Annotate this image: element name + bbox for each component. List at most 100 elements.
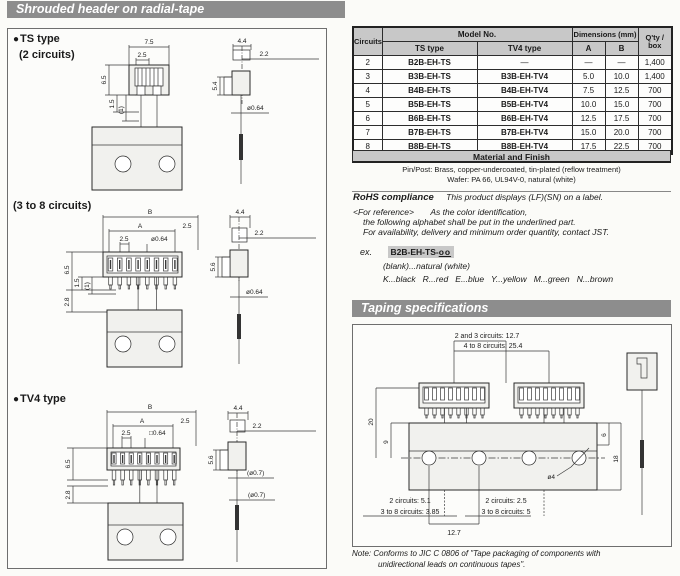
3to8-circuit-drawing: B A 2.5 2.5 ø0.64 6.5 1.5 (64, 209, 316, 368)
dim-label: 4.4 (237, 38, 246, 45)
front-view: B A 2.5 2.5 □0.64 6.5 2.8 (65, 404, 197, 561)
col-ts-type: TS type (381, 41, 478, 56)
dim-label: 2.5 (137, 52, 146, 59)
dim-label: 1.5 (109, 99, 116, 108)
pin-slots (107, 257, 178, 272)
pins (111, 469, 177, 486)
tv4-drawing: B A 2.5 2.5 □0.64 6.5 2.8 (65, 404, 316, 562)
col-model: Model No. (381, 26, 573, 42)
dim-label: 4.4 (233, 405, 242, 412)
taped-connector (513, 382, 585, 419)
hole-pitch-label: 12.7 (447, 530, 461, 537)
page-title-bar: Shrouded header on radial-tape (7, 1, 345, 18)
dim-label: 6.5 (65, 459, 72, 468)
ts-2circuit-subheading: (2 circuits) (19, 49, 75, 61)
side-view: 4.4 2.2 5.4 ø0.64 (212, 38, 319, 184)
dim-label: 2.5 (121, 430, 130, 437)
reference-text: the following alphabet shall be put in t… (363, 217, 576, 227)
dim-label: (1) (84, 282, 91, 290)
pitch-label: 4 to 8 circuits: 25.4 (464, 343, 523, 350)
page-title: Shrouded header on radial-tape (16, 2, 205, 16)
front-view: B A 2.5 2.5 ø0.64 6.5 1.5 (64, 209, 199, 368)
dim-label: 2.5 (182, 223, 191, 230)
offset-label: 3 to 8 circuits: 5 (481, 509, 530, 516)
tv4-type-heading: ●TV4 type (13, 393, 66, 405)
dim-label: A (140, 418, 145, 425)
bullet-icon: ● (13, 34, 20, 45)
taping-diagram: 2 and 3 circuits: 12.7 4 to 8 circuits: … (363, 333, 658, 537)
side-view: 4.4 2.2 5.6 (ø0.7) (ø0.7) (208, 405, 316, 562)
dim-label: ø0.64 (151, 236, 168, 243)
dim-label: (ø0.7) (247, 470, 264, 477)
offset-label: 3 to 8 circuits: 3.85 (381, 509, 440, 516)
example-label: ex. (360, 247, 373, 257)
dim-label: 2.5 (119, 236, 128, 243)
material-line: Pin/Post: Brass, copper-undercoated, tin… (402, 165, 621, 174)
dim-label: 2.5 (180, 418, 189, 425)
dim-label: 5.6 (210, 262, 217, 271)
ts-type-heading: ●TS type (13, 33, 60, 45)
dim-label: ø0.64 (246, 289, 263, 296)
material-line: Wafer: PA 66, UL94V-0, natural (white) (447, 174, 576, 184)
col-a: A (571, 41, 606, 56)
blank-color-note: (blank)...natural (white) (383, 261, 470, 271)
dim-label: B (148, 209, 152, 216)
dim-label: 2.2 (252, 423, 261, 430)
sprocket-holes (421, 447, 590, 477)
rohs-statement: This product displays (LF)(SN) on a labe… (446, 192, 603, 202)
table-subheader-row: TS type TV4 type A B (353, 41, 672, 56)
bottom-leaders (428, 466, 545, 524)
hole-diameter-label: ø4 (547, 474, 555, 481)
dim-label: 7.5 (144, 39, 153, 46)
dim-label: 5.6 (208, 455, 215, 464)
dim-label: □0.64 (149, 430, 166, 437)
pins (108, 276, 178, 290)
dim-label: 1.5 (74, 278, 81, 287)
side-view: 4.4 2.2 5.6 ø0.64 (210, 209, 316, 364)
color-code-list: K...black R...red E...blue Y...yellow M.… (383, 274, 614, 284)
example-line: ex. B2B-EH-TS-oo (360, 246, 455, 258)
rohs-heading: RoHS compliance (353, 192, 434, 203)
dim-label: 6.5 (64, 265, 71, 274)
dim-label: 2.8 (65, 490, 72, 499)
dim-label: 20 (368, 418, 375, 426)
dim-label: B (148, 404, 152, 411)
for-reference-line: <For reference> As the color identificat… (353, 207, 527, 217)
col-qty: Q'ty / box (637, 26, 673, 56)
dim-label: A (138, 223, 143, 230)
dim-label: (ø0.7) (248, 492, 265, 499)
dim-label: 6 (601, 433, 608, 437)
part-number-example: B2B-EH-TS-oo (387, 246, 455, 258)
material-finish-text: Pin/Post: Brass, copper-undercoated, tin… (352, 165, 671, 192)
reference-text: For availability, delivery and minimum o… (363, 227, 609, 237)
taping-note: Note: Conforms to JIC C 0806 of "Tape pa… (352, 549, 678, 570)
dim-label: ø0.64 (247, 105, 264, 112)
front-view: 7.5 2.5 6.5 1.5 (1) (91, 39, 183, 191)
note-line: unidirectional leads on continuous tapes… (378, 559, 526, 569)
col-dimensions: Dimensions (mm) (571, 26, 639, 42)
offset-label: 2 circuits: 2.5 (485, 498, 526, 505)
reference-text: As the color identification, (430, 207, 528, 217)
taped-connector (418, 382, 490, 419)
dim-label: 6.5 (101, 75, 108, 84)
dim-label: 5.4 (212, 81, 219, 90)
dim-label: 2.2 (259, 51, 268, 58)
dim-label: 9 (383, 440, 390, 444)
material-finish-header: Material and Finish (352, 150, 671, 163)
dim-label: 18 (613, 455, 620, 463)
for-reference-label: <For reference> (353, 207, 414, 217)
dim-label: 4.4 (235, 209, 244, 216)
pitch-label: 2 and 3 circuits: 12.7 (455, 333, 520, 340)
bullet-icon: ● (13, 394, 20, 405)
parts-table: Circuits Model No. Dimensions (mm) Q'ty … (352, 26, 673, 155)
dim-label: 2.2 (254, 230, 263, 237)
pin-slots (111, 452, 177, 465)
3to8-circuits-heading: (3 to 8 circuits) (13, 200, 92, 212)
rohs-line: RoHS compliance This product displays (L… (353, 192, 603, 203)
